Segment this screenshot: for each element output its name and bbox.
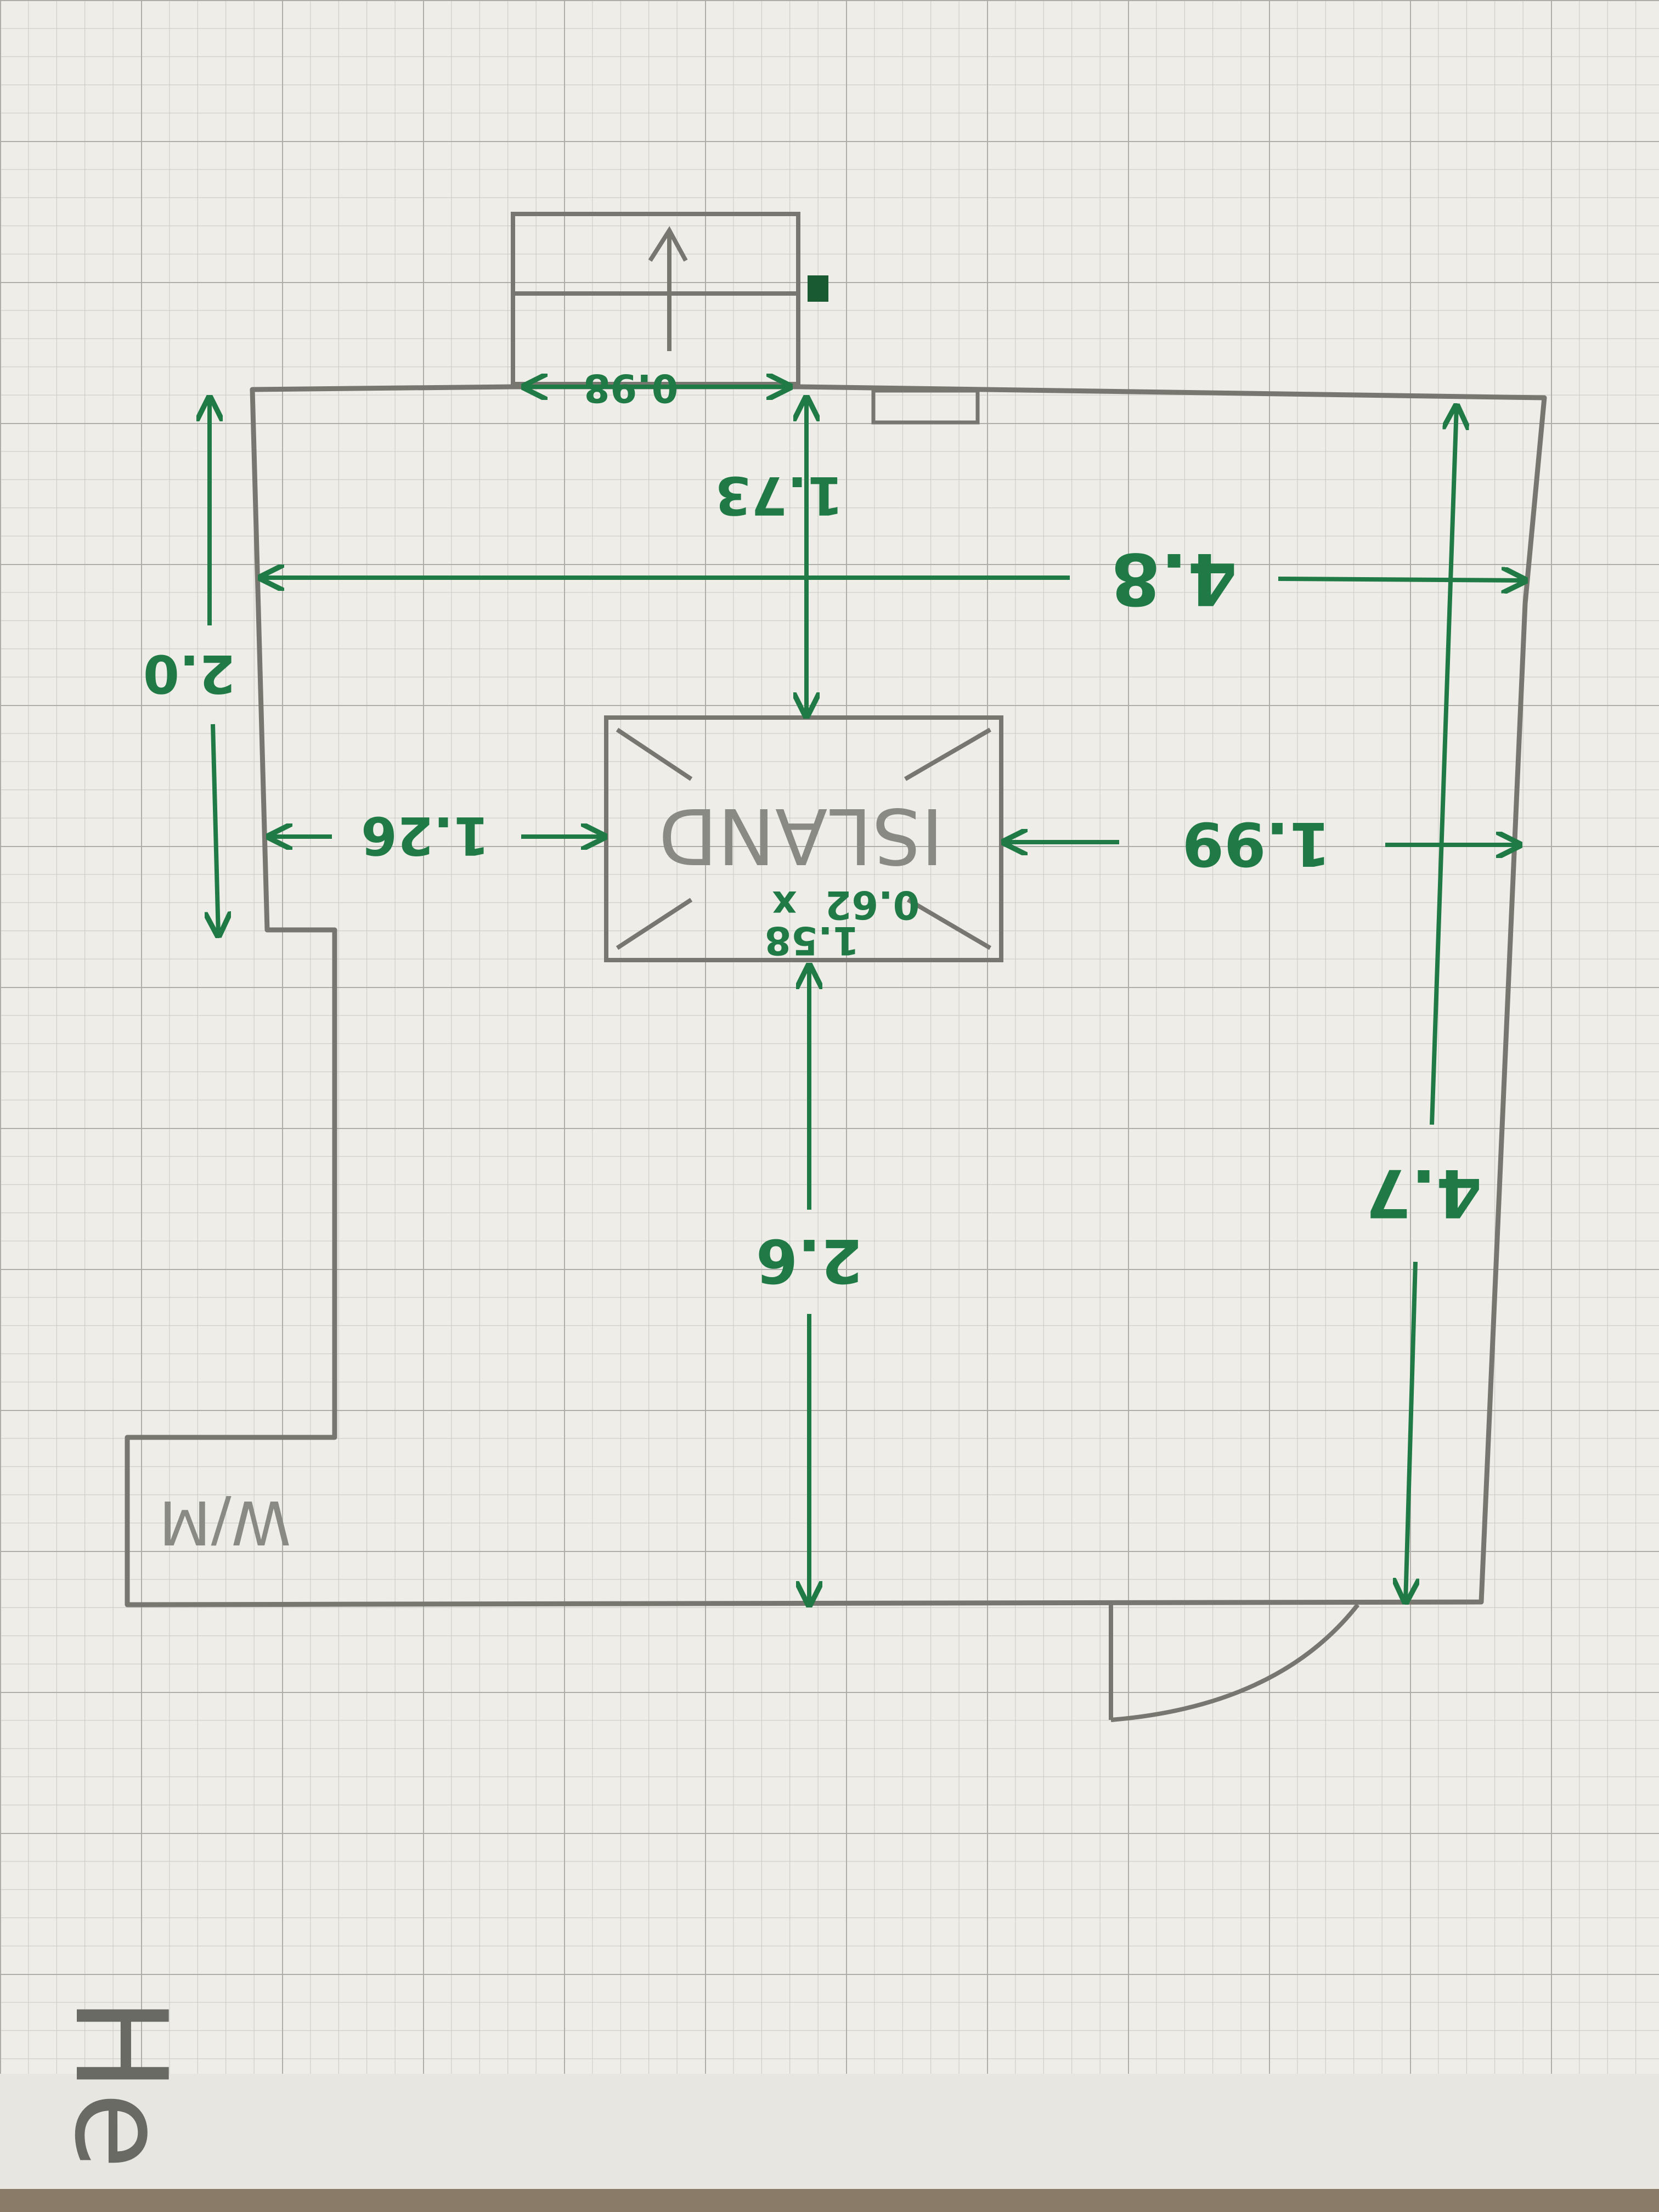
island-size-a: 1.58 [765, 918, 860, 963]
dim-top-to-island: 1.73 [715, 465, 843, 525]
grid-major [0, 0, 1659, 2074]
island-size: 1.58 x 0.62 [765, 882, 920, 963]
dim-left-height-line-bottom [213, 724, 218, 935]
dim-right-height: 4.7 [1365, 1154, 1482, 1231]
page-fragment-label: He [47, 1997, 193, 2169]
dim-right-height-line-bottom [1406, 1261, 1415, 1602]
dim-top-width: 4.8 [1111, 537, 1237, 620]
wall-socket [871, 388, 980, 425]
island-label: ISLAND [658, 791, 944, 880]
dim-island-to-bottom: 2.6 [756, 1226, 863, 1296]
dim-window-width: 0.98 [584, 365, 679, 410]
dimension-lines [210, 387, 1525, 1605]
door-swing [1109, 1603, 1360, 1722]
dim-top-width-line-right [1278, 579, 1525, 580]
marker-square [808, 275, 828, 302]
dim-right-to-island: 1.99 [1182, 809, 1330, 879]
island-size-b: 0.62 [825, 882, 920, 927]
dim-left-to-island: 1.26 [361, 805, 489, 865]
dim-left-height: 2.0 [143, 643, 235, 703]
table-edge [0, 2189, 1659, 2212]
island-size-x: x [772, 882, 797, 927]
dim-right-height-line-top [1430, 406, 1457, 1125]
wm-label: W/M [159, 1487, 291, 1558]
